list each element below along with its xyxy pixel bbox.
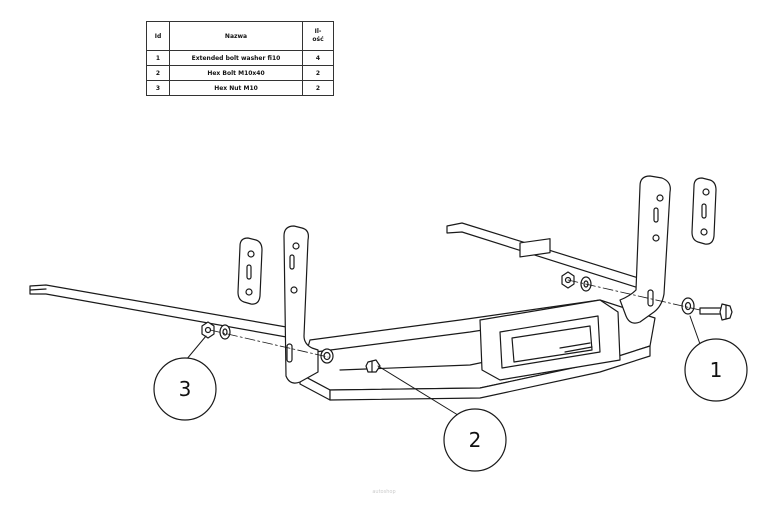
row-qty: 2 — [302, 80, 334, 96]
assembly-axis-lines — [209, 279, 701, 358]
table-row: 2 Hex Bolt M10x40 2 — [146, 65, 334, 81]
header-qty-line1: Il- — [314, 28, 322, 35]
parts-table: Id Nazwa Il- ość 1 Extended bolt washer … — [146, 21, 334, 96]
watermark-text: autoshop — [372, 489, 395, 495]
row-name: Hex Nut M10 — [169, 80, 303, 96]
left-vertical-bracket — [283, 225, 319, 384]
callout-balloon-3: 3 — [153, 357, 217, 421]
right-hex-bolt — [699, 303, 733, 321]
header-qty-line2: ość — [312, 36, 324, 43]
left-spacer-plate — [237, 237, 263, 305]
right-spacer-plate — [691, 177, 717, 245]
left-hex-nut — [201, 321, 215, 339]
callout-balloon-2: 2 — [443, 408, 507, 472]
hex-bolt-inserted — [365, 359, 381, 373]
right-vertical-bracket — [619, 175, 671, 324]
callout-label-2: 2 — [469, 428, 482, 452]
table-row: 3 Hex Nut M10 2 — [146, 80, 334, 96]
leader-lines — [185, 315, 701, 421]
callout-label-3: 3 — [179, 377, 192, 401]
left-mount-hole — [320, 348, 334, 364]
right-bracket-arm — [446, 222, 646, 291]
callout-balloon-1: 1 — [684, 338, 748, 402]
header-id: Id — [146, 21, 170, 51]
left-washer — [219, 324, 231, 340]
center-tow-box — [479, 238, 621, 381]
callout-label-1: 1 — [710, 358, 723, 382]
right-washer-outer — [681, 297, 695, 315]
